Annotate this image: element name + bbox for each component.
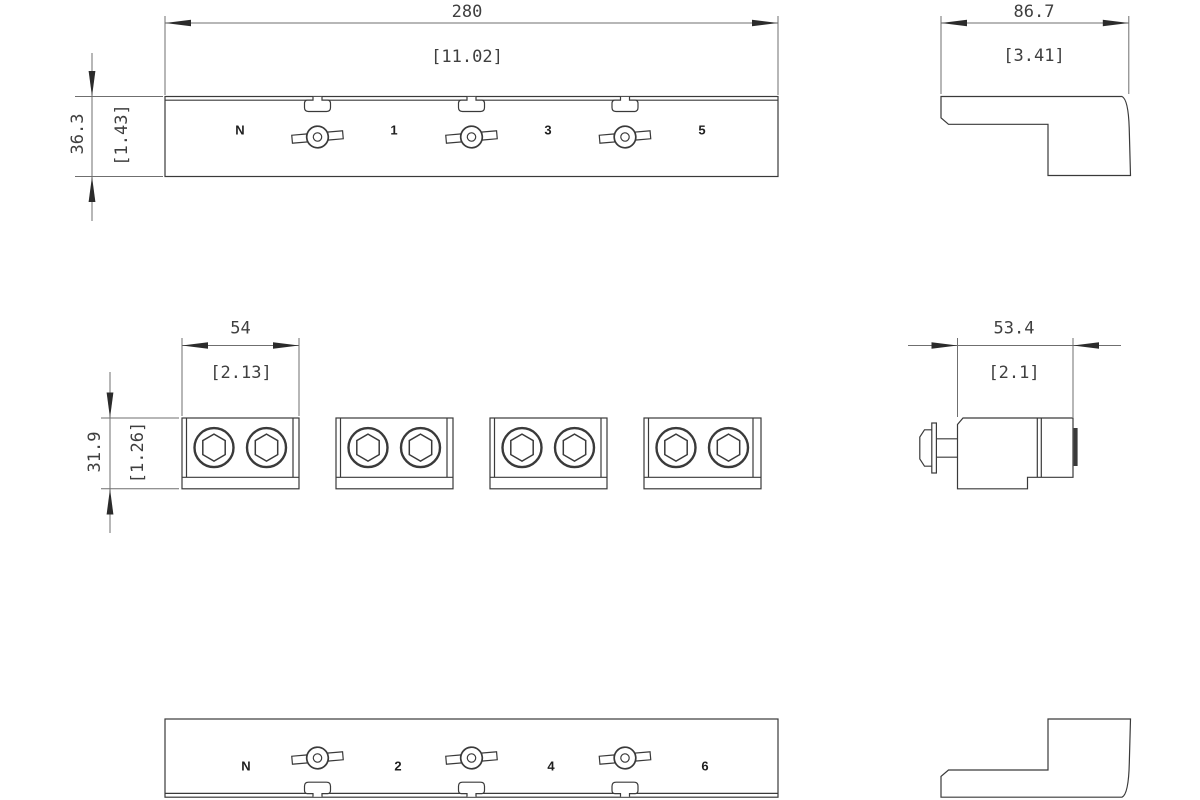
- block-outline: [335, 417, 454, 490]
- dim-width-mm: 53.4: [994, 319, 1035, 339]
- terminal-label-n: N: [235, 123, 244, 138]
- screw-head-dome: [919, 429, 932, 467]
- view-block-side: 53.4 [2.1]: [908, 319, 1121, 490]
- arrowhead-up-icon: [88, 176, 96, 202]
- terminal-label-4: 4: [547, 759, 555, 774]
- hex-socket-screw-icon: [553, 426, 596, 469]
- arrowhead-left-icon: [1073, 342, 1099, 349]
- screw-side-icon: [919, 422, 958, 474]
- terminal-label-5: 5: [698, 123, 705, 138]
- arrowhead-down-icon: [106, 392, 114, 418]
- clamp-screw-icon: [290, 123, 345, 151]
- clamp-plate-edge: [1073, 428, 1078, 466]
- arrowhead-down-icon: [88, 71, 96, 97]
- dim-height-mm: 31.9: [85, 432, 105, 473]
- hex-socket-screw-icon: [245, 426, 288, 469]
- arrowhead-right-icon: [752, 19, 778, 27]
- block-outline: [489, 417, 608, 490]
- hex-socket-screw-icon: [655, 426, 697, 469]
- clamp-screw-icon: [597, 123, 653, 151]
- dim-width-inch: [11.02]: [431, 47, 503, 67]
- rail-outline: [164, 718, 779, 798]
- arrowhead-right-icon: [1102, 19, 1129, 27]
- dim-width-mm: 54: [230, 319, 250, 339]
- block-side-outline: [956, 417, 1074, 490]
- dim-width-inch: [3.41]: [1003, 46, 1064, 66]
- dim-width-inch: [2.1]: [988, 363, 1039, 383]
- terminal-block-4: [643, 417, 762, 490]
- dim-width-mm: 280: [452, 2, 483, 22]
- terminal-label-n: N: [241, 759, 250, 774]
- view-end-profile-top: 86.7 [3.41]: [940, 2, 1132, 177]
- interlock-slot-icon: [457, 781, 486, 798]
- end-profile-outline: [940, 718, 1132, 798]
- dimension-height-31.9: 31.9 [1.26]: [85, 372, 179, 533]
- dim-height-inch: [1.43]: [112, 104, 132, 165]
- dimension-height-36.3: 36.3 [1.43]: [68, 53, 163, 221]
- arrowhead-left-icon: [941, 19, 967, 27]
- interlock-slot-icon: [303, 96, 332, 113]
- screw-washer: [931, 422, 937, 474]
- interlock-slot-icon: [457, 96, 486, 113]
- hex-socket-screw-icon: [399, 426, 442, 469]
- terminal-label-6: 6: [701, 759, 708, 774]
- block-outline: [643, 417, 762, 490]
- terminal-block-3: [489, 417, 608, 490]
- clamp-screw-icon: [444, 123, 499, 151]
- view-busbar-top: 280 [11.02] 36.3 [1.43] N 1 3 5: [68, 2, 779, 221]
- hex-socket-screw-icon: [501, 426, 543, 469]
- end-profile-outline: [940, 95, 1132, 177]
- clamp-screw-icon: [444, 744, 499, 772]
- rail-outline: [164, 95, 779, 178]
- terminal-block-1: [181, 417, 300, 490]
- hex-socket-screw-icon: [193, 426, 235, 469]
- terminal-label-3: 3: [544, 123, 551, 138]
- clamp-screw-icon: [290, 744, 345, 772]
- dim-height-mm: 36.3: [68, 114, 88, 155]
- view-end-profile-bottom: [940, 718, 1132, 798]
- terminal-label-1: 1: [390, 123, 397, 138]
- hex-socket-screw-icon: [347, 426, 389, 469]
- arrowhead-left-icon: [182, 342, 208, 349]
- interlock-slot-icon: [611, 96, 639, 113]
- dimension-width-53.4: 53.4 [2.1]: [908, 319, 1121, 417]
- terminal-block-2: [335, 417, 454, 490]
- arrowhead-up-icon: [106, 488, 114, 515]
- block-outline: [181, 417, 300, 490]
- hex-socket-screw-icon: [707, 426, 750, 469]
- arrowhead-right-icon: [931, 342, 958, 349]
- arrowhead-left-icon: [165, 19, 191, 27]
- view-block-front: 54 [2.13] 31.9 [1.26]: [85, 319, 762, 533]
- interlock-slot-icon: [303, 781, 332, 798]
- dim-height-inch: [1.26]: [128, 422, 148, 483]
- dimension-width-54: 54 [2.13]: [181, 319, 300, 416]
- terminal-label-2: 2: [394, 759, 401, 774]
- dim-width-mm: 86.7: [1014, 2, 1055, 22]
- arrowhead-right-icon: [273, 342, 299, 349]
- dim-width-inch: [2.13]: [210, 363, 271, 383]
- interlock-slot-icon: [611, 781, 639, 798]
- clamp-screw-icon: [597, 744, 653, 772]
- view-busbar-bottom: N 2 4 6: [164, 718, 779, 798]
- dimension-width-280: 280 [11.02]: [164, 2, 779, 95]
- dimension-width-86.7: 86.7 [3.41]: [940, 2, 1130, 94]
